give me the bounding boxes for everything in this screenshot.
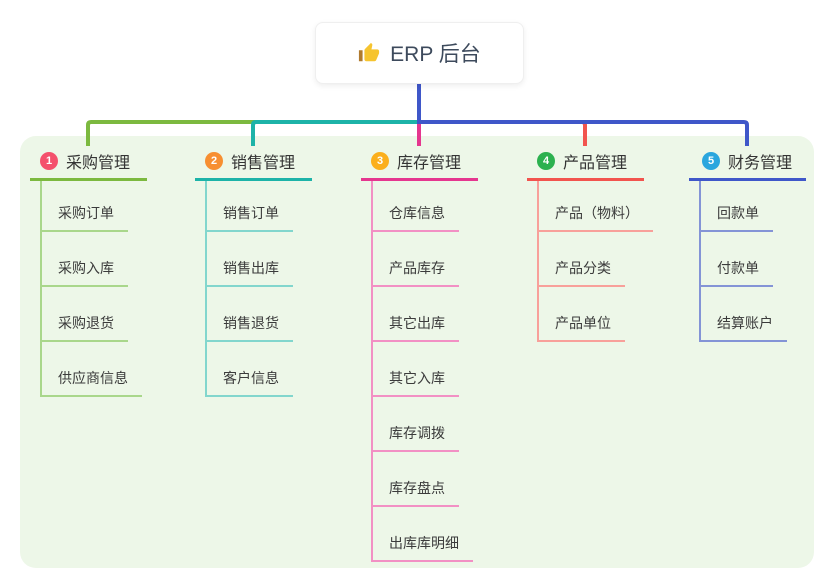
child-topic[interactable]: 仓库信息: [371, 203, 459, 232]
child-topic[interactable]: 产品分类: [537, 258, 625, 287]
child-topic[interactable]: 采购订单: [40, 203, 128, 232]
root-node-erp[interactable]: ERP 后台: [315, 22, 524, 84]
branch-label: 库存管理: [397, 155, 462, 172]
child-topic[interactable]: 采购退货: [40, 313, 128, 342]
child-topic[interactable]: 产品（物料）: [537, 203, 653, 232]
branch-label: 销售管理: [231, 155, 296, 172]
branch-trunk-line: [537, 181, 539, 340]
branch-label: 采购管理: [66, 155, 131, 172]
branch-underline: [527, 178, 644, 181]
branch-underline: [689, 178, 806, 181]
branch-underline: [361, 178, 478, 181]
branch-title-purchase[interactable]: 1 采购管理: [40, 150, 130, 172]
child-topic[interactable]: 销售订单: [205, 203, 293, 232]
child-topic[interactable]: 供应商信息: [40, 368, 142, 397]
child-topic[interactable]: 采购入库: [40, 258, 128, 287]
branch-trunk-line: [371, 181, 373, 560]
root-label: ERP 后台: [390, 43, 481, 66]
child-topic[interactable]: 回款单: [699, 203, 773, 232]
branch-trunk-line: [699, 181, 701, 340]
child-topic[interactable]: 结算账户: [699, 313, 787, 342]
branch-title-product[interactable]: 4 产品管理: [537, 150, 627, 172]
child-topic[interactable]: 客户信息: [205, 368, 293, 397]
branches-background-panel: [20, 136, 814, 568]
child-topic[interactable]: 销售退货: [205, 313, 293, 342]
branch-label: 财务管理: [728, 155, 793, 172]
branch-trunk-line: [40, 181, 42, 395]
branch-badge-4: 4: [537, 152, 555, 170]
branch-badge-5: 5: [702, 152, 720, 170]
child-topic[interactable]: 出库库明细: [371, 533, 473, 562]
branch-trunk-line: [205, 181, 207, 395]
child-topic[interactable]: 付款单: [699, 258, 773, 287]
branch-title-sales[interactable]: 2 销售管理: [205, 150, 295, 172]
child-topic[interactable]: 销售出库: [205, 258, 293, 287]
branch-underline: [195, 178, 312, 181]
child-topic[interactable]: 库存调拨: [371, 423, 459, 452]
branch-title-finance[interactable]: 5 财务管理: [702, 150, 792, 172]
branch-badge-1: 1: [40, 152, 58, 170]
child-topic[interactable]: 产品库存: [371, 258, 459, 287]
child-topic[interactable]: 其它入库: [371, 368, 459, 397]
child-topic[interactable]: 其它出库: [371, 313, 459, 342]
branch-badge-2: 2: [205, 152, 223, 170]
branch-underline: [30, 178, 147, 181]
child-topic[interactable]: 产品单位: [537, 313, 625, 342]
thumbs-up-icon: [358, 42, 380, 64]
branch-badge-3: 3: [371, 152, 389, 170]
branch-label: 产品管理: [563, 155, 628, 172]
child-topic[interactable]: 库存盘点: [371, 478, 459, 507]
branch-title-inventory[interactable]: 3 库存管理: [371, 150, 461, 172]
